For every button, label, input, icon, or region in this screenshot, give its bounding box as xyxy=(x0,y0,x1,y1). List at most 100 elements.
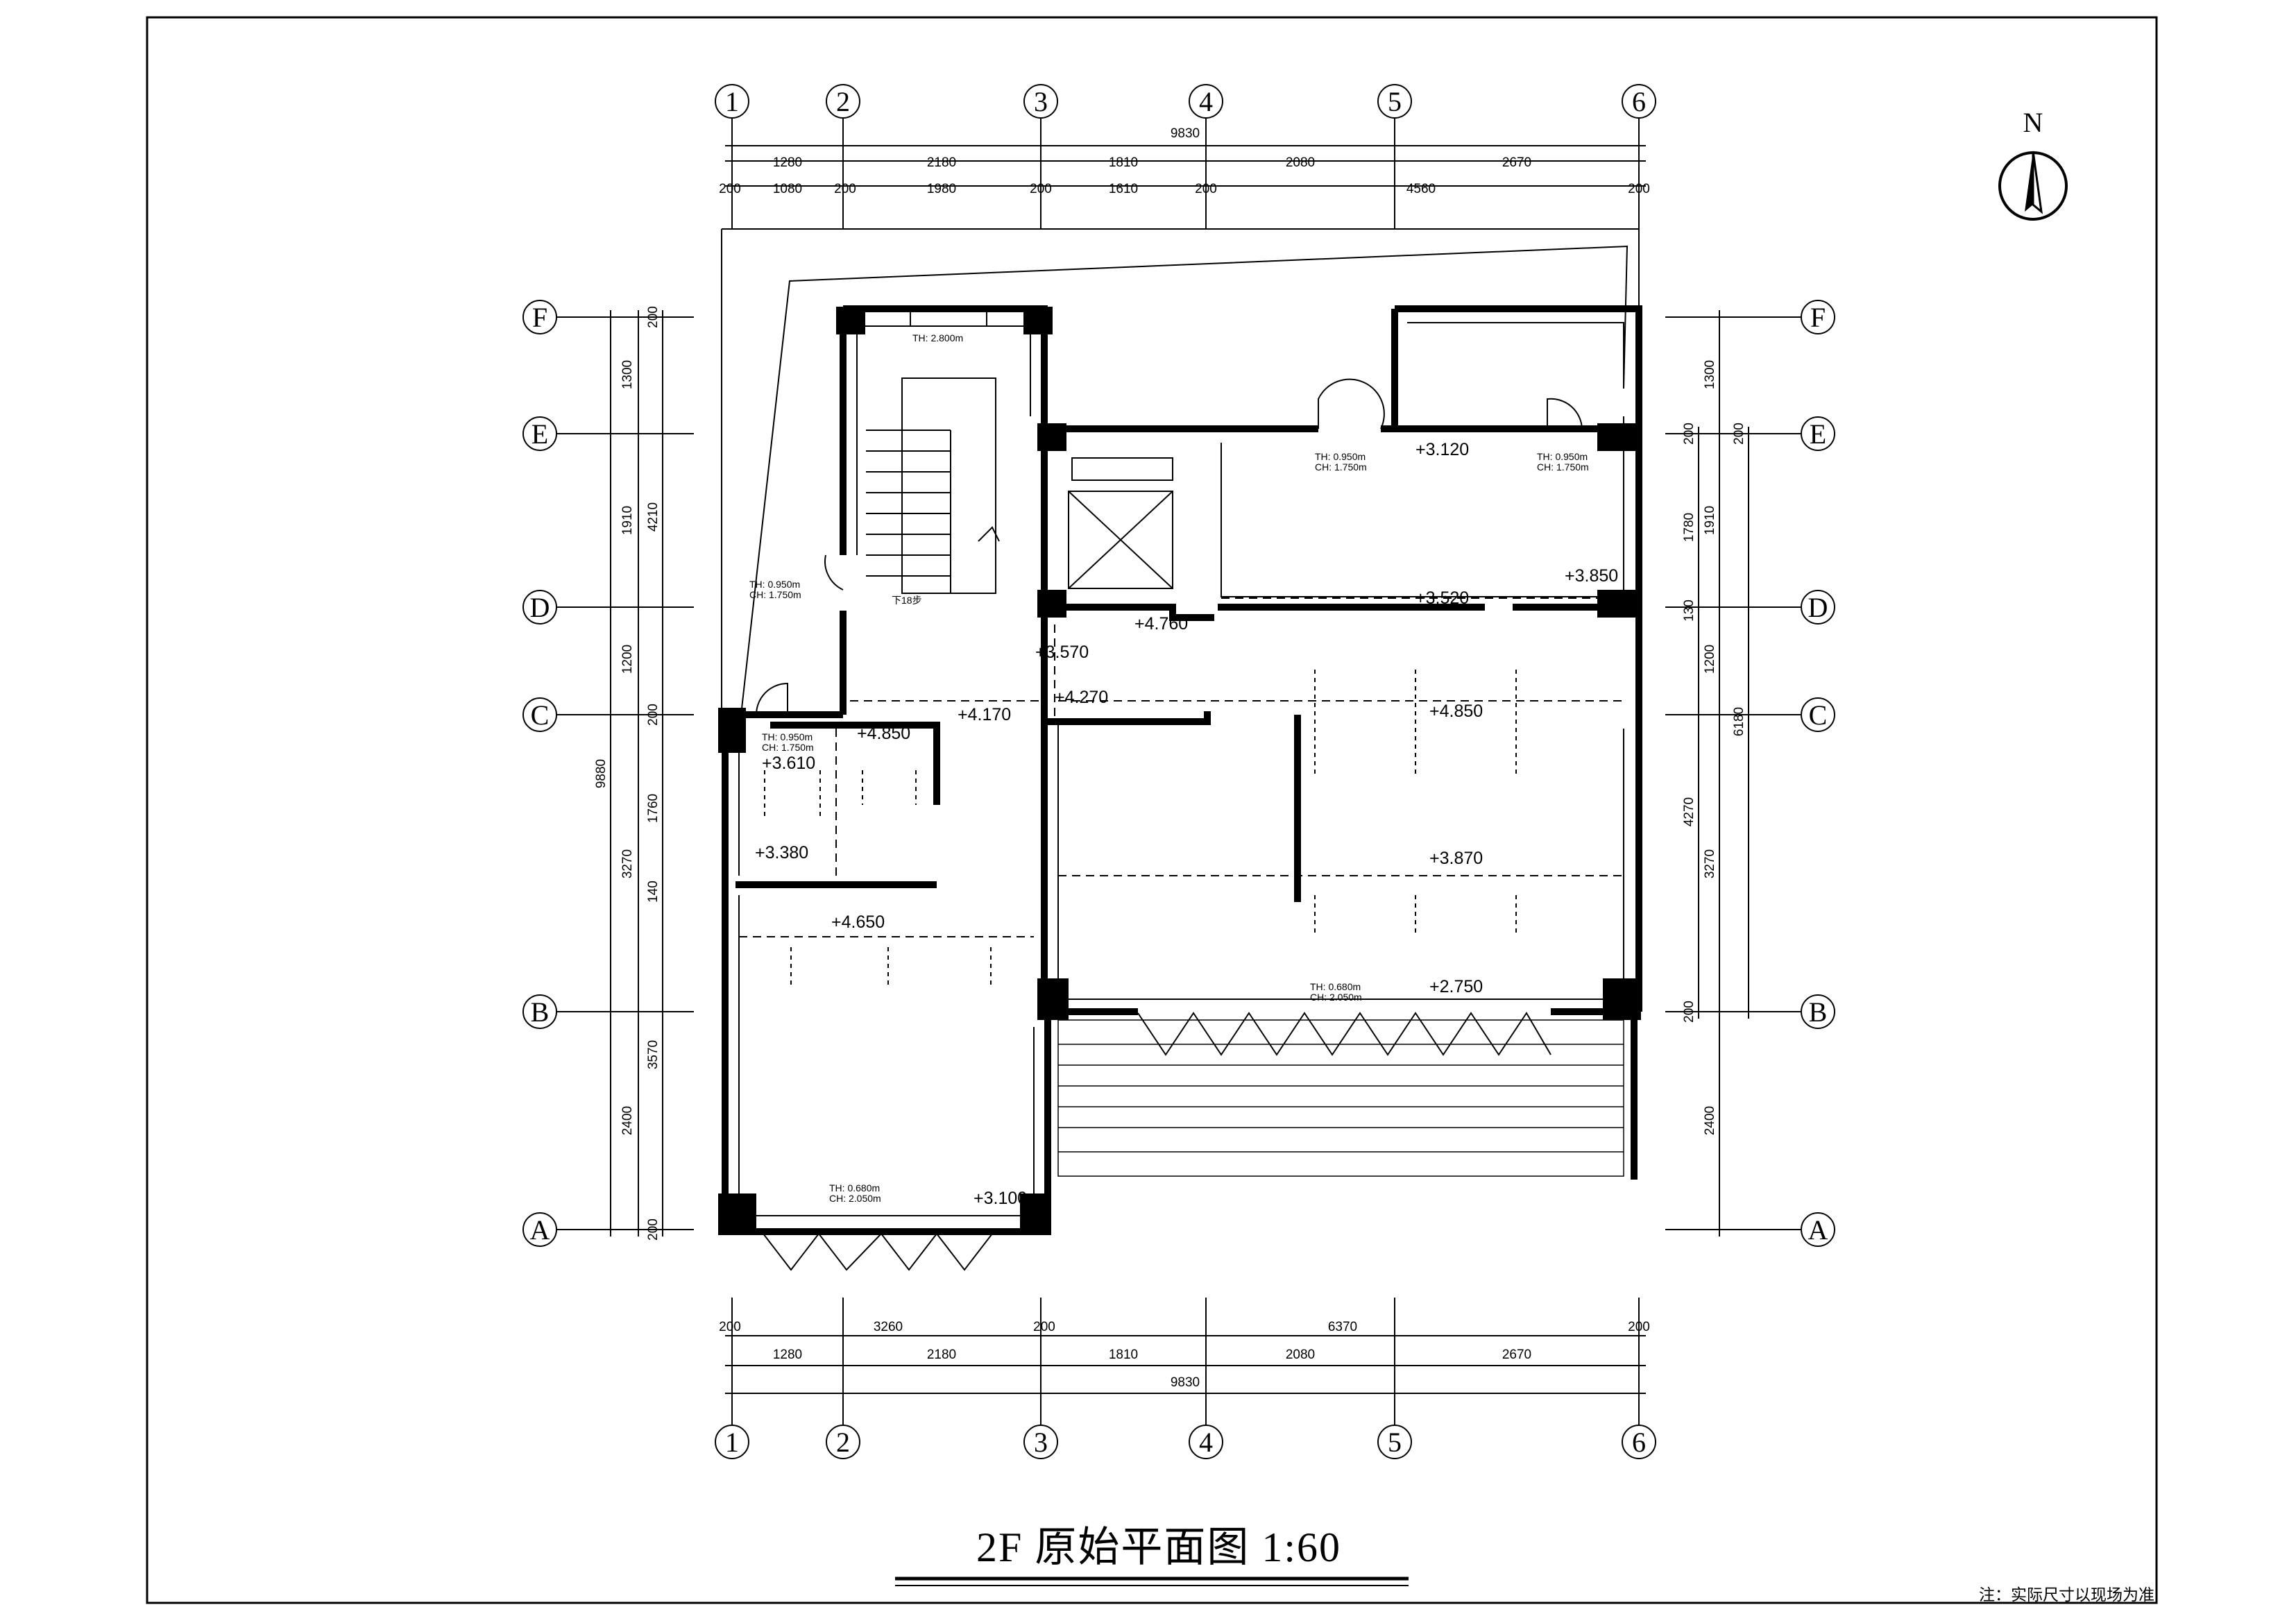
dim-right-4: 3270 xyxy=(1703,849,1717,878)
axis-F-right: F xyxy=(1810,302,1826,333)
elevation-mark: +3.380 xyxy=(755,843,808,863)
window-note-th-7: TH: 0.680m xyxy=(829,1182,880,1193)
dim-left-in-2: 200 xyxy=(646,704,661,726)
elevation-mark: +3.610 xyxy=(762,754,815,773)
window-note-ch-3: CH: 1.750m xyxy=(1537,461,1589,473)
north-label: N xyxy=(2023,107,2043,138)
dim-top-1: 1280 xyxy=(773,155,802,170)
window-note-ch-2: CH: 1.750m xyxy=(1315,461,1367,473)
dim-right-1: 1300 xyxy=(1703,360,1717,389)
dim-top-r2-5: 200 xyxy=(1030,182,1052,196)
axis-E-left: E xyxy=(532,418,548,450)
axis-1-bottom: 1 xyxy=(725,1427,739,1458)
window-note-ch-7: CH: 2.050m xyxy=(829,1193,881,1204)
axis-F-left: F xyxy=(532,302,547,333)
dim-right-in-1: 200 xyxy=(1682,423,1697,445)
window-note-th-1: TH: 2.800m xyxy=(912,332,963,343)
dim-left-in-1: 200 xyxy=(646,306,661,328)
dim-bot-1: 200 xyxy=(719,1320,741,1334)
elevation-mark: +3.100 xyxy=(973,1189,1027,1208)
dim-top-r2-9: 200 xyxy=(1628,182,1650,196)
dim-bot-total: 9830 xyxy=(1171,1375,1200,1390)
elevation-mark: +3.870 xyxy=(1429,849,1483,868)
axis-bubbles xyxy=(522,84,1835,1459)
dim-left-1: 1300 xyxy=(620,360,635,389)
north-arrow-icon: N xyxy=(1998,107,2068,221)
drawing-remark: 注：实际尺寸以现场为准 xyxy=(1979,1586,2154,1604)
axis-4-top: 4 xyxy=(1199,86,1213,117)
sheet-border xyxy=(146,16,2158,1604)
window-note-th-4: TH: 0.950m xyxy=(749,579,800,590)
top-dimension-lines xyxy=(725,145,1646,187)
dim-top-total: 9830 xyxy=(1171,126,1200,141)
elevator-shaft xyxy=(1068,457,1173,589)
right-dimension-lines xyxy=(1698,310,1749,1237)
dim-left-4: 3270 xyxy=(620,849,635,878)
axis-E-right: E xyxy=(1810,418,1826,450)
axis-B-right: B xyxy=(1809,996,1828,1028)
dim-left-mid-2: 1760 xyxy=(646,794,661,823)
doors-and-windows xyxy=(756,310,1583,1271)
dim-top-4: 2080 xyxy=(1286,155,1315,170)
axis-6-bottom: 6 xyxy=(1632,1427,1646,1458)
axis-1-top: 1 xyxy=(725,86,739,117)
dim-top-3: 1810 xyxy=(1109,155,1138,170)
dim-right-in-3: 130 xyxy=(1682,600,1697,622)
axis-4-bottom: 4 xyxy=(1199,1427,1213,1458)
window-note-ch-4: CH: 1.750m xyxy=(749,589,801,600)
elevation-mark: +3.570 xyxy=(1035,643,1089,662)
dim-bot-r2-3: 1810 xyxy=(1109,1348,1138,1362)
dim-top-r2-4: 1980 xyxy=(927,182,956,196)
window-note-th-6: TH: 0.680m xyxy=(1310,981,1361,992)
window-note-th-5: TH: 0.950m xyxy=(762,731,813,742)
dim-bot-2: 3260 xyxy=(874,1320,903,1334)
left-dimension-lines xyxy=(610,310,663,1237)
window-note-th-3: TH: 0.950m xyxy=(1537,451,1588,462)
dim-bot-r2-4: 2080 xyxy=(1286,1348,1315,1362)
dim-left-in-4: 200 xyxy=(646,1218,661,1241)
axis-5-top: 5 xyxy=(1388,86,1402,117)
elevation-mark: +3.520 xyxy=(1415,588,1469,608)
dim-left-total: 9880 xyxy=(594,759,609,788)
dim-top-r2-8: 4560 xyxy=(1406,182,1436,196)
dim-right-3: 1200 xyxy=(1703,645,1717,674)
axis-C-right: C xyxy=(1809,699,1828,731)
elevation-mark: +4.170 xyxy=(958,705,1011,724)
dim-bot-3: 200 xyxy=(1033,1320,1055,1334)
window-note-th-2: TH: 0.950m xyxy=(1315,451,1366,462)
dim-right-in-4: 4270 xyxy=(1682,797,1697,826)
structural-columns xyxy=(718,307,1641,1235)
dim-top-2: 2180 xyxy=(927,155,956,170)
elevation-mark: +4.760 xyxy=(1134,614,1188,634)
stair-label: 下18步 xyxy=(892,595,922,606)
roof-outline xyxy=(721,228,1640,715)
drawing-title: 2F 原始平面图 1:60 xyxy=(976,1524,1342,1570)
dim-bot-r2-2: 2180 xyxy=(927,1348,956,1362)
axis-grid-lines xyxy=(555,117,1801,1426)
axis-2-top: 2 xyxy=(836,86,850,117)
dim-bot-r2-5: 2670 xyxy=(1502,1348,1531,1362)
axis-D-left: D xyxy=(530,592,550,623)
axis-C-left: C xyxy=(531,699,550,731)
wall-inner-lines xyxy=(738,322,1624,1216)
dim-left-mid-3: 3570 xyxy=(646,1040,661,1069)
axis-B-left: B xyxy=(531,996,550,1028)
axis-6-top: 6 xyxy=(1632,86,1646,117)
dim-left-3: 1200 xyxy=(620,645,635,674)
window-note-ch-5: CH: 1.750m xyxy=(762,742,814,753)
axis-A-right: A xyxy=(1808,1214,1828,1246)
dim-right-side-1: 200 xyxy=(1732,423,1746,445)
dim-left-in-3: 140 xyxy=(646,881,661,903)
dim-top-r2-3: 200 xyxy=(834,182,856,196)
dim-left-2: 1910 xyxy=(620,506,635,535)
axis-A-left: A xyxy=(530,1214,550,1246)
axis-D-right: D xyxy=(1808,592,1828,623)
dim-right-in-2: 1780 xyxy=(1682,513,1697,542)
elevation-mark: +4.850 xyxy=(857,724,910,743)
elevation-mark: +2.750 xyxy=(1429,977,1483,996)
dim-right-side-2: 6180 xyxy=(1732,707,1746,736)
stair-flight xyxy=(866,377,1000,594)
dim-top-r2-1: 200 xyxy=(719,182,741,196)
dim-bot-4: 6370 xyxy=(1328,1320,1357,1334)
